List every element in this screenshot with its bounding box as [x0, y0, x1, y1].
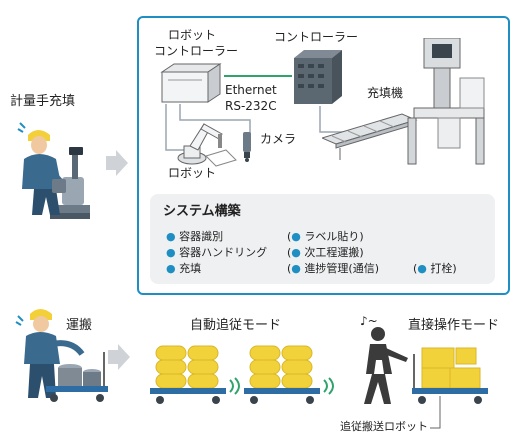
- filling-machine: [407, 38, 485, 165]
- measure-label: 計量手充填: [10, 94, 76, 109]
- direct-mode-label: 直接操作モード: [408, 318, 500, 333]
- controller-box: [294, 50, 342, 104]
- follow-cart-1: [150, 345, 226, 404]
- manual-filling-worker-illustration: [17, 122, 90, 219]
- extra-item: (● 打栓): [413, 262, 457, 275]
- operator-silhouette: [364, 327, 408, 404]
- robot-controller-label-line1: ロボット: [168, 28, 217, 42]
- right-item-1: (● 次工程運搬): [287, 246, 364, 259]
- follow-cart-2: [244, 345, 320, 404]
- follow-robot-caption: 追従搬送ロボット: [340, 420, 428, 433]
- ethernet-label: Ethernet: [225, 83, 277, 97]
- robot-controller-box: [160, 63, 222, 103]
- robot-controller-label-line2: コントローラー: [154, 44, 239, 58]
- follow-wave-2: [323, 377, 334, 395]
- robot-label: ロボット: [168, 166, 217, 180]
- transport-label: 運搬: [66, 318, 93, 333]
- flow-arrow-top: [106, 150, 128, 176]
- robot-caption-pointer: [430, 396, 441, 429]
- left-item-1: ● 容器ハンドリング: [166, 246, 268, 259]
- conveyor: [322, 113, 418, 160]
- filler-label: 充填機: [367, 86, 404, 100]
- controller-label: コントローラー: [274, 30, 359, 44]
- flow-arrow-bottom: [108, 344, 130, 370]
- follow-wave-1: [229, 377, 240, 395]
- camera-label: カメラ: [260, 132, 297, 146]
- direct-cart: [412, 347, 488, 404]
- system-build-box: [150, 194, 495, 284]
- left-item-2: ● 充填: [166, 262, 202, 275]
- follow-mode-label: 自動追従モード: [190, 318, 282, 333]
- system-build-title: システム構築: [163, 204, 241, 219]
- music-mark: ♪~: [360, 314, 378, 328]
- left-item-0: ● 容器識別: [166, 230, 224, 243]
- right-item-2: (● 進捗管理(通信): [287, 262, 379, 275]
- rs232c-label: RS-232C: [225, 99, 277, 113]
- right-item-0: (● ラベル貼り): [287, 230, 364, 243]
- camera-icon: [243, 132, 251, 162]
- manual-transport-worker-illustration: [15, 309, 108, 402]
- robot-arm: [177, 123, 237, 167]
